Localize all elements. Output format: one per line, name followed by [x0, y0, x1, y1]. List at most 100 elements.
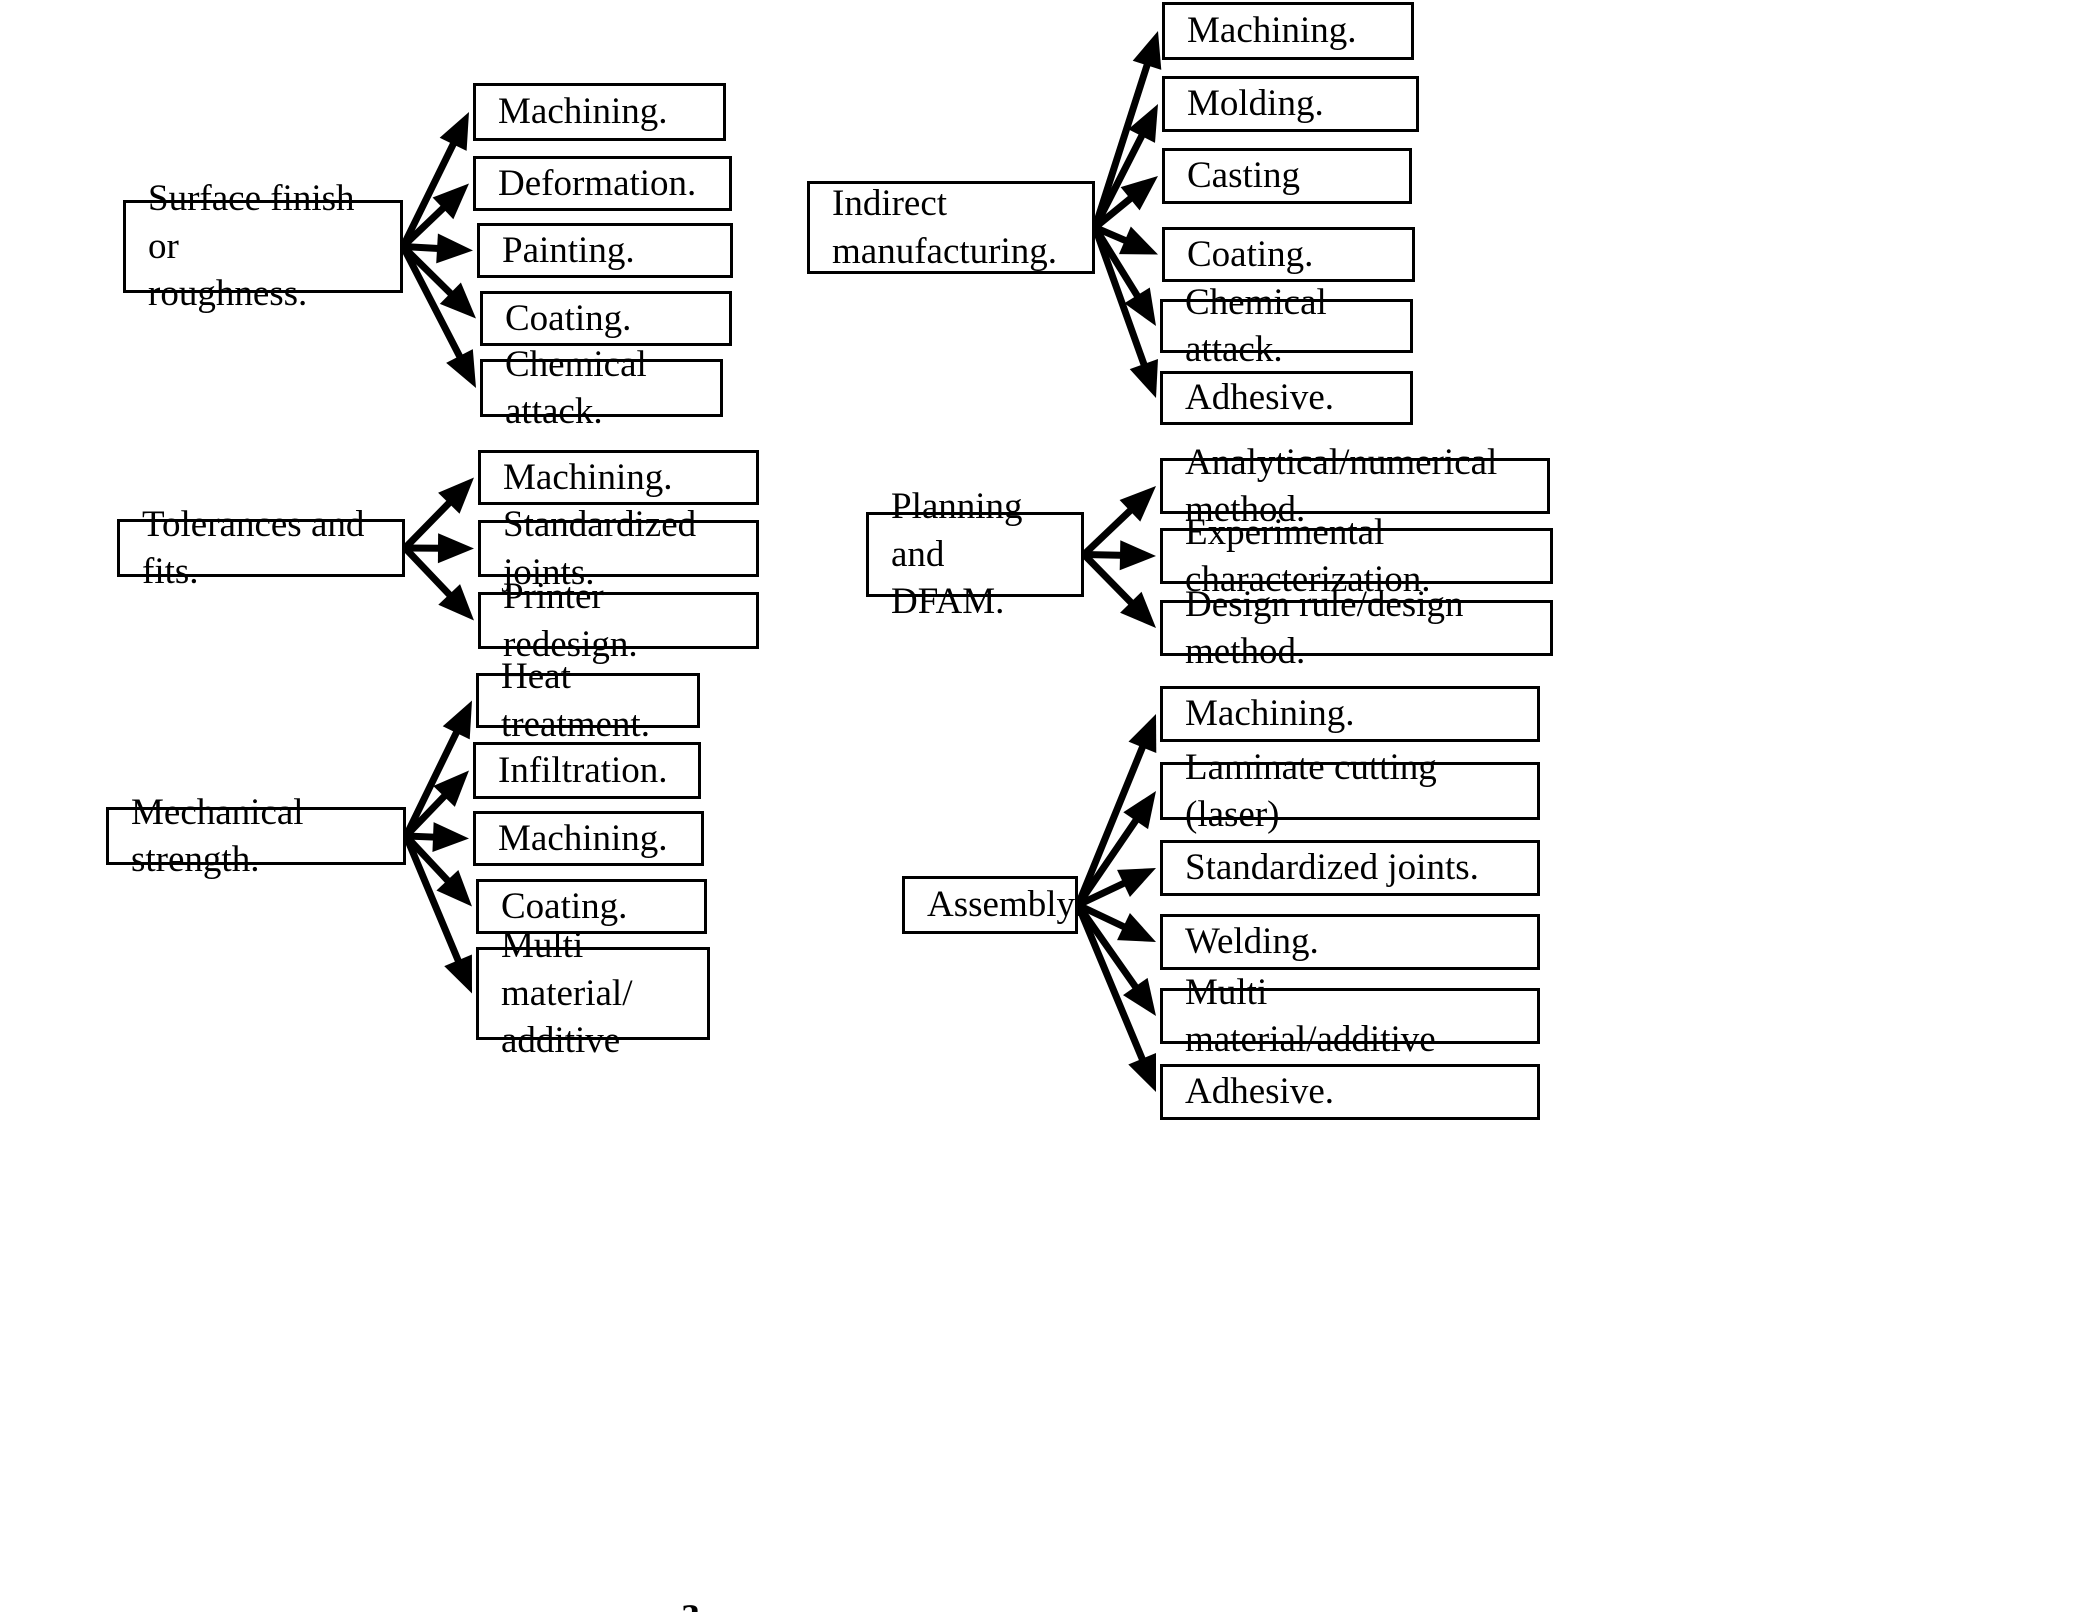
child-node-surface-finish-machining: Machining. — [473, 83, 726, 141]
arrowhead-icon — [432, 822, 469, 853]
node-label: Laminate cutting (laser) — [1185, 746, 1437, 835]
connector-line — [403, 789, 451, 839]
connector-line — [400, 201, 450, 250]
child-node-assembly-laminate-cutting-laser: Laminate cutting (laser) — [1160, 747, 1540, 835]
connector-line — [402, 545, 456, 602]
child-node-surface-finish-painting: Painting. — [477, 223, 733, 278]
child-node-indirect-manufacturing-coating: Coating. — [1162, 227, 1415, 282]
child-node-tolerances-and-fits-standardized-joints: Standardized joints. — [478, 504, 759, 593]
arrowhead-icon — [1117, 868, 1156, 897]
node-label: Casting — [1187, 155, 1301, 197]
arrowhead-icon — [1124, 287, 1156, 326]
connector-line — [1093, 224, 1132, 246]
node-label: Adhesive. — [1185, 1071, 1334, 1113]
connector-line — [1081, 552, 1138, 610]
connector-line — [1074, 903, 1148, 1066]
arrowhead-icon — [432, 183, 469, 220]
arrowhead-icon — [1123, 977, 1156, 1016]
node-label: Coating. — [1187, 233, 1314, 275]
arrowhead-icon — [433, 770, 469, 807]
node-label: Infiltration. — [498, 749, 668, 791]
arrowhead-icon — [1117, 913, 1156, 942]
node-label: Standardized joints. — [503, 504, 697, 593]
node-label: Heat treatment. — [501, 656, 650, 745]
connector-line — [1076, 901, 1131, 933]
child-node-assembly-welding: Welding. — [1160, 914, 1540, 970]
node-label: Coating. — [505, 297, 632, 339]
arrowhead-icon — [444, 954, 472, 994]
child-node-indirect-manufacturing-molding: Molding. — [1162, 76, 1419, 132]
connector-line — [1076, 877, 1131, 909]
arrowhead-icon — [1123, 791, 1156, 830]
arrowhead-icon — [1120, 591, 1156, 628]
arrowhead-icon — [1119, 540, 1156, 571]
root-node-indirect-manufacturing: Indirect manufacturing. — [807, 181, 1095, 274]
connector-line — [399, 137, 459, 249]
child-node-mechanical-strength-infiltration: Infiltration. — [473, 742, 701, 799]
node-label: Machining. — [1187, 10, 1357, 52]
node-label: Machining. — [503, 456, 673, 498]
child-node-tolerances-and-fits-machining: Machining. — [478, 450, 759, 505]
arrowhead-icon — [436, 233, 473, 264]
node-label: Surface finish or roughness. — [148, 178, 355, 315]
node-label: Molding. — [1187, 83, 1324, 125]
arrowhead-icon — [446, 349, 476, 388]
arrowhead-icon — [1128, 104, 1158, 143]
node-label: Analytical/numerical method. — [1185, 441, 1498, 530]
connector-line — [402, 243, 444, 253]
node-label: Mechanical strength. — [131, 791, 304, 880]
arrowhead-icon — [437, 533, 474, 564]
arrowhead-icon — [1128, 1053, 1156, 1092]
child-node-planning-and-dfam-design-rule-design-method: Design rule/design method. — [1160, 584, 1553, 672]
node-label: Painting. — [502, 229, 635, 271]
arrowhead-icon — [436, 869, 472, 907]
node-label: Chemical attack. — [505, 343, 647, 432]
child-node-planning-and-dfam-analytical-numerical-method: Analytical/numerical method. — [1160, 442, 1550, 530]
child-node-surface-finish-chemical-attack: Chemical attack. — [480, 344, 723, 432]
node-label: Machining. — [498, 817, 668, 859]
arrowhead-icon — [439, 282, 476, 319]
connector-line — [1092, 225, 1144, 303]
node-label: Tolerances and fits. — [142, 503, 365, 592]
node-label: Coating. — [501, 885, 628, 927]
arrowhead-icon — [1119, 226, 1158, 255]
node-label: Multi material/additive — [1185, 971, 1436, 1060]
arrowhead-icon — [1119, 486, 1156, 522]
connector-line — [1092, 192, 1137, 231]
node-label: Machining. — [1185, 693, 1355, 735]
node-label: Standardized joints. — [1185, 847, 1479, 889]
connector-line — [1091, 129, 1148, 230]
connector-line — [402, 725, 463, 838]
child-node-mechanical-strength-multi-material-additive: Multi material/ additive — [476, 925, 710, 1061]
node-label: Planning and DFAM. — [891, 486, 1023, 623]
node-label: Machining. — [498, 91, 668, 133]
arrowhead-icon — [1120, 176, 1158, 211]
arrowhead-icon — [438, 477, 474, 514]
node-label: Assembly. — [927, 884, 1082, 926]
connector-line — [400, 244, 458, 300]
connector-line — [405, 832, 440, 841]
connector-line — [1074, 740, 1148, 907]
connector-line — [403, 833, 455, 887]
node-label: Experimental characterization. — [1185, 511, 1431, 600]
child-node-assembly-machining: Machining. — [1160, 686, 1540, 742]
root-node-mechanical-strength: Mechanical strength. — [106, 792, 406, 880]
figure-caption: a. By property to improve or application… — [640, 1540, 1340, 1612]
connector-line — [1081, 504, 1137, 558]
child-node-assembly-standardized-joints: Standardized joints. — [1160, 840, 1540, 896]
child-node-tolerances-and-fits-printer-redesign: Printer redesign. — [478, 576, 759, 665]
child-node-mechanical-strength-coating: Coating. — [476, 879, 707, 934]
node-label: Indirect manufacturing. — [832, 183, 1057, 272]
connector-line — [402, 496, 456, 551]
arrowhead-icon — [438, 584, 474, 621]
connector-line — [1091, 58, 1153, 229]
node-label: Welding. — [1185, 921, 1319, 963]
root-node-surface-finish: Surface finish or roughness. — [123, 178, 403, 314]
root-node-planning-and-dfam: Planning and DFAM. — [866, 486, 1084, 622]
node-label: Chemical attack. — [1185, 281, 1327, 370]
child-node-mechanical-strength-heat-treatment: Heat treatment. — [476, 656, 700, 745]
child-node-indirect-manufacturing-casting: Casting — [1162, 148, 1412, 204]
connector-line — [1091, 226, 1150, 371]
connector-line — [1075, 813, 1142, 907]
